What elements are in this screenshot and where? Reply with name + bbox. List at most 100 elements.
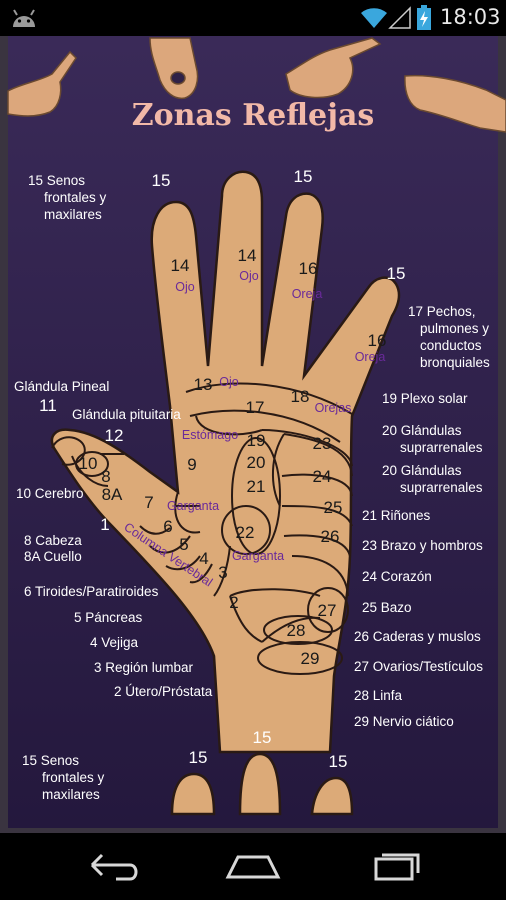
label-cabeza: 8 Cabeza	[24, 533, 82, 548]
zone-6: 6	[163, 517, 172, 536]
zone-18: 18	[291, 387, 310, 406]
label-pechos-2: pulmones y	[420, 321, 489, 336]
zone-label-15-finger-2: 15	[294, 167, 313, 186]
zone-22: 22	[236, 523, 255, 542]
zone-8a: 8A	[102, 485, 123, 504]
zone-11: 11	[39, 396, 57, 415]
wifi-icon	[361, 8, 387, 28]
label-cuello: 8A Cuello	[24, 549, 82, 564]
zone-17: 17	[246, 398, 265, 417]
zone-3: 3	[218, 563, 227, 582]
label-senos-top-1: 15 Senos	[28, 173, 85, 188]
zone-word-orejas: Orejas	[315, 401, 352, 415]
zone-word-estomago: Estómago	[182, 428, 238, 442]
label-senos-bottom-3: maxilares	[42, 787, 100, 802]
back-button[interactable]	[78, 843, 148, 889]
zone-1: 1	[100, 515, 109, 534]
toe-right	[310, 776, 354, 816]
zone-word-oreja-1: Oreja	[292, 287, 323, 301]
label-ovarios-testiculos: 27 Ovarios/Testículos	[354, 659, 483, 674]
recents-button[interactable]	[360, 843, 430, 889]
zone-14-index: 14	[171, 256, 190, 275]
gesture-hand-4-icon	[404, 74, 506, 133]
battery-charging-icon	[417, 5, 431, 30]
zone-9: 9	[187, 455, 196, 474]
poster-title: Zonas Reflejas	[132, 98, 375, 133]
zone-4: 4	[199, 549, 208, 568]
label-caderas-muslos: 26 Caderas y muslos	[354, 629, 481, 644]
gesture-hand-2-icon	[149, 37, 199, 100]
gesture-hand-3-icon	[285, 37, 382, 99]
label-senos-top-2: frontales y	[44, 190, 107, 205]
label-pechos-1: 17 Pechos,	[408, 304, 476, 319]
zone-20: 20	[247, 453, 266, 472]
toe-15-right: 15	[329, 752, 348, 771]
zone-word-ojo-1: Ojo	[175, 280, 195, 294]
signal-icon	[388, 6, 411, 29]
label-senos-bottom-1: 15 Senos	[22, 753, 79, 768]
label-linfa: 28 Linfa	[354, 688, 403, 703]
label-pechos-4: bronquiales	[420, 355, 490, 370]
label-glandula-pituitaria: Glándula pituitaria	[72, 407, 181, 422]
home-icon	[225, 855, 281, 879]
recents-icon	[374, 853, 420, 881]
reflexology-poster: Zonas Reflejas	[0, 36, 506, 833]
zone-21: 21	[247, 477, 266, 496]
zone-26: 26	[321, 527, 340, 546]
navigation-bar	[0, 833, 506, 900]
zone-24: 24	[313, 467, 332, 486]
gesture-hand-1-icon	[7, 50, 77, 117]
label-suprarrenales-2a: 20 Glándulas	[382, 463, 462, 478]
toe-15-middle: 15	[253, 728, 272, 747]
zone-label-15-finger-3: 15	[387, 264, 406, 283]
label-vejiga: 4 Vejiga	[90, 635, 139, 650]
status-clock: 18:03	[440, 5, 501, 29]
app-content: Zonas Reflejas	[0, 36, 506, 833]
label-glandula-pineal: Glándula Pineal	[14, 379, 109, 394]
label-nervio-ciatico: 29 Nervio ciático	[354, 714, 454, 729]
label-cerebro: 10 Cerebro	[16, 486, 84, 501]
zone-25: 25	[324, 498, 343, 517]
label-senos-bottom-2: frontales y	[42, 770, 105, 785]
zone-8: 8	[101, 467, 110, 486]
zone-23: 23	[313, 434, 332, 453]
label-senos-top-3: maxilares	[44, 207, 102, 222]
zone-label-15-finger-1: 15	[152, 171, 171, 190]
zone-29: 29	[301, 649, 320, 668]
zone-27: 27	[318, 601, 337, 620]
zone-13: 13	[194, 375, 213, 394]
zone-word-ojo-3: Ojo	[219, 375, 239, 389]
zone-word-oreja-2: Oreja	[355, 350, 386, 364]
label-brazo-hombros: 23 Brazo y hombros	[362, 538, 483, 553]
zone-7: 7	[144, 493, 153, 512]
right-labels: 17 Pechos, pulmones y conductos bronquia…	[354, 304, 490, 729]
label-region-lumbar: 3 Región lumbar	[94, 660, 194, 675]
zone-28: 28	[287, 621, 306, 640]
zone-16-pinky: 16	[368, 331, 387, 350]
label-rinones: 21 Riñones	[362, 508, 431, 523]
label-suprarrenales-1b: suprarrenales	[400, 440, 483, 455]
zone-16-ring: 16	[299, 259, 318, 278]
toe-left	[170, 772, 216, 816]
left-labels: 15 Senos frontales y maxilares Glándula …	[14, 173, 213, 802]
label-pechos-3: conductos	[420, 338, 482, 353]
zone-12: 12	[105, 426, 124, 445]
palm-shape	[50, 170, 401, 754]
label-utero-prostata: 2 Útero/Próstata	[114, 684, 213, 699]
label-plexo-solar: 19 Plexo solar	[382, 391, 468, 406]
zone-19: 19	[247, 431, 266, 450]
label-bazo: 25 Bazo	[362, 600, 412, 615]
home-button[interactable]	[218, 843, 288, 889]
toe-middle	[238, 752, 282, 816]
hand-diagram	[50, 170, 401, 754]
label-pancreas: 5 Páncreas	[74, 610, 143, 625]
toe-diagram	[170, 752, 354, 816]
zone-word-garganta-1: Garganta	[167, 499, 219, 513]
status-bar: 18:03	[0, 0, 506, 36]
toe-15-left: 15	[189, 748, 208, 767]
label-suprarrenales-2b: suprarrenales	[400, 480, 483, 495]
label-tiroides: 6 Tiroides/Paratiroides	[24, 584, 159, 599]
label-suprarrenales-1a: 20 Glándulas	[382, 423, 462, 438]
zone-14-middle: 14	[238, 246, 257, 265]
zone-10: 10	[79, 454, 98, 473]
